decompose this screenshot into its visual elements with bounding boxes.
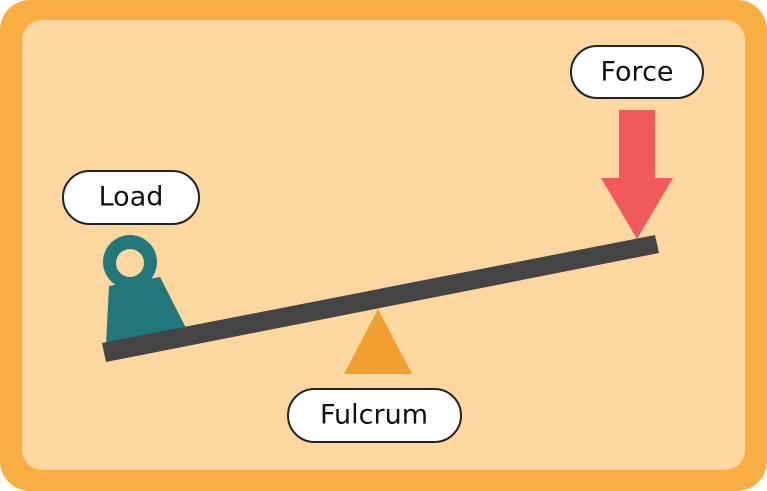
panel (22, 20, 745, 470)
force-label: Force (570, 45, 704, 99)
fulcrum-label: Fulcrum (287, 388, 462, 443)
svg-text:Load: Load (99, 182, 164, 213)
lever-beam (102, 235, 659, 362)
fulcrum-triangle (344, 309, 412, 374)
svg-text:Fulcrum: Fulcrum (320, 400, 428, 431)
load-label: Load (62, 170, 200, 225)
svg-text:Force: Force (600, 57, 673, 88)
force-arrow-icon (601, 110, 673, 239)
load-weight-icon (103, 235, 186, 344)
